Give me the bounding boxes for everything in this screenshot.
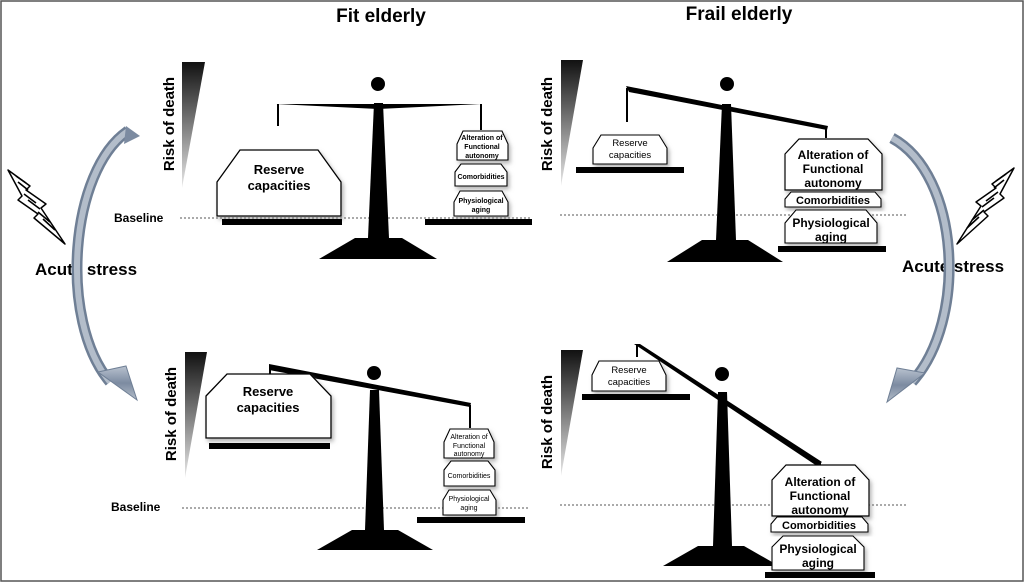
svg-text:Comorbidities: Comorbidities — [796, 195, 870, 207]
risk-wedge-icon — [185, 352, 207, 478]
panel-frail-stress: Risk of death Reserve capacities Alterat… — [539, 344, 906, 578]
svg-text:aging: aging — [802, 556, 834, 570]
curved-arrow-right — [886, 133, 955, 404]
svg-text:autonomy: autonomy — [791, 503, 849, 517]
balance-pivot — [367, 366, 381, 380]
risk-wedge-icon — [561, 350, 583, 476]
risk-wedge-icon — [182, 62, 205, 188]
fit-elderly-header: Fit elderly — [336, 6, 426, 27]
svg-text:Functional: Functional — [803, 162, 864, 176]
risk-of-death-label: Risk of death — [539, 77, 556, 171]
svg-text:Physiological: Physiological — [779, 542, 856, 556]
panel-fit-baseline: Risk of death Baseline Reserve capacitie… — [114, 62, 532, 259]
balance-beam — [634, 344, 822, 466]
svg-text:Functional: Functional — [453, 443, 486, 450]
lightning-right-icon — [956, 167, 1015, 245]
svg-text:Comorbidities: Comorbidities — [457, 174, 504, 181]
panel-frail-baseline: Risk of death Reserve capacities Alterat… — [539, 60, 906, 262]
svg-text:Reserve: Reserve — [243, 384, 294, 399]
svg-text:autonomy: autonomy — [465, 153, 499, 160]
svg-text:Comorbidities: Comorbidities — [782, 520, 856, 532]
balance-base — [663, 546, 779, 566]
balance-post — [716, 104, 736, 240]
svg-text:Alteration of: Alteration of — [798, 148, 870, 162]
svg-text:Reserve: Reserve — [612, 138, 647, 149]
svg-text:capacities: capacities — [237, 400, 300, 415]
svg-text:Alteration of: Alteration of — [450, 434, 487, 441]
risk-wedge-icon — [561, 60, 583, 186]
svg-text:Functional: Functional — [790, 489, 851, 503]
svg-text:Physiological: Physiological — [449, 496, 490, 503]
svg-text:Reserve: Reserve — [254, 162, 305, 177]
svg-text:capacities: capacities — [608, 377, 650, 388]
svg-text:Alteration of: Alteration of — [461, 135, 503, 142]
lightning-left-icon — [7, 169, 66, 245]
svg-text:aging: aging — [460, 505, 477, 512]
balance-base — [319, 238, 437, 259]
svg-text:autonomy: autonomy — [804, 176, 862, 190]
balance-base — [667, 240, 783, 262]
svg-text:Comorbidities: Comorbidities — [448, 473, 491, 480]
svg-text:Alteration of: Alteration of — [785, 475, 857, 489]
svg-text:capacities: capacities — [609, 150, 651, 161]
svg-text:Reserve: Reserve — [611, 365, 646, 376]
svg-text:autonomy: autonomy — [454, 451, 485, 458]
balance-post — [368, 103, 389, 238]
svg-text:capacities: capacities — [248, 178, 311, 193]
balance-post — [365, 390, 384, 530]
balance-pivot — [715, 367, 729, 381]
svg-text:Functional: Functional — [464, 144, 499, 151]
risk-of-death-label: Risk of death — [163, 367, 180, 461]
svg-text:Physiological: Physiological — [792, 216, 869, 230]
balance-pivot — [720, 77, 734, 91]
curved-arrow-left — [71, 126, 140, 402]
svg-text:aging: aging — [472, 207, 491, 214]
risk-of-death-label: Risk of death — [161, 77, 178, 171]
balance-beam — [276, 104, 481, 109]
acute-stress-label-left: Acute stress — [35, 260, 137, 279]
baseline-label: Baseline — [114, 211, 164, 225]
balance-post — [713, 392, 732, 546]
balance-pivot — [371, 77, 385, 91]
balance-base — [317, 530, 433, 550]
svg-text:Physiological: Physiological — [458, 198, 503, 205]
panel-fit-stress: Risk of death Baseline Reserve capacitie… — [111, 352, 528, 550]
risk-of-death-label: Risk of death — [539, 375, 556, 469]
balance-beam — [626, 86, 828, 130]
balance-beam — [269, 364, 471, 407]
frail-elderly-header: Frail elderly — [686, 4, 793, 25]
svg-text:aging: aging — [815, 230, 847, 244]
baseline-label: Baseline — [111, 500, 161, 514]
